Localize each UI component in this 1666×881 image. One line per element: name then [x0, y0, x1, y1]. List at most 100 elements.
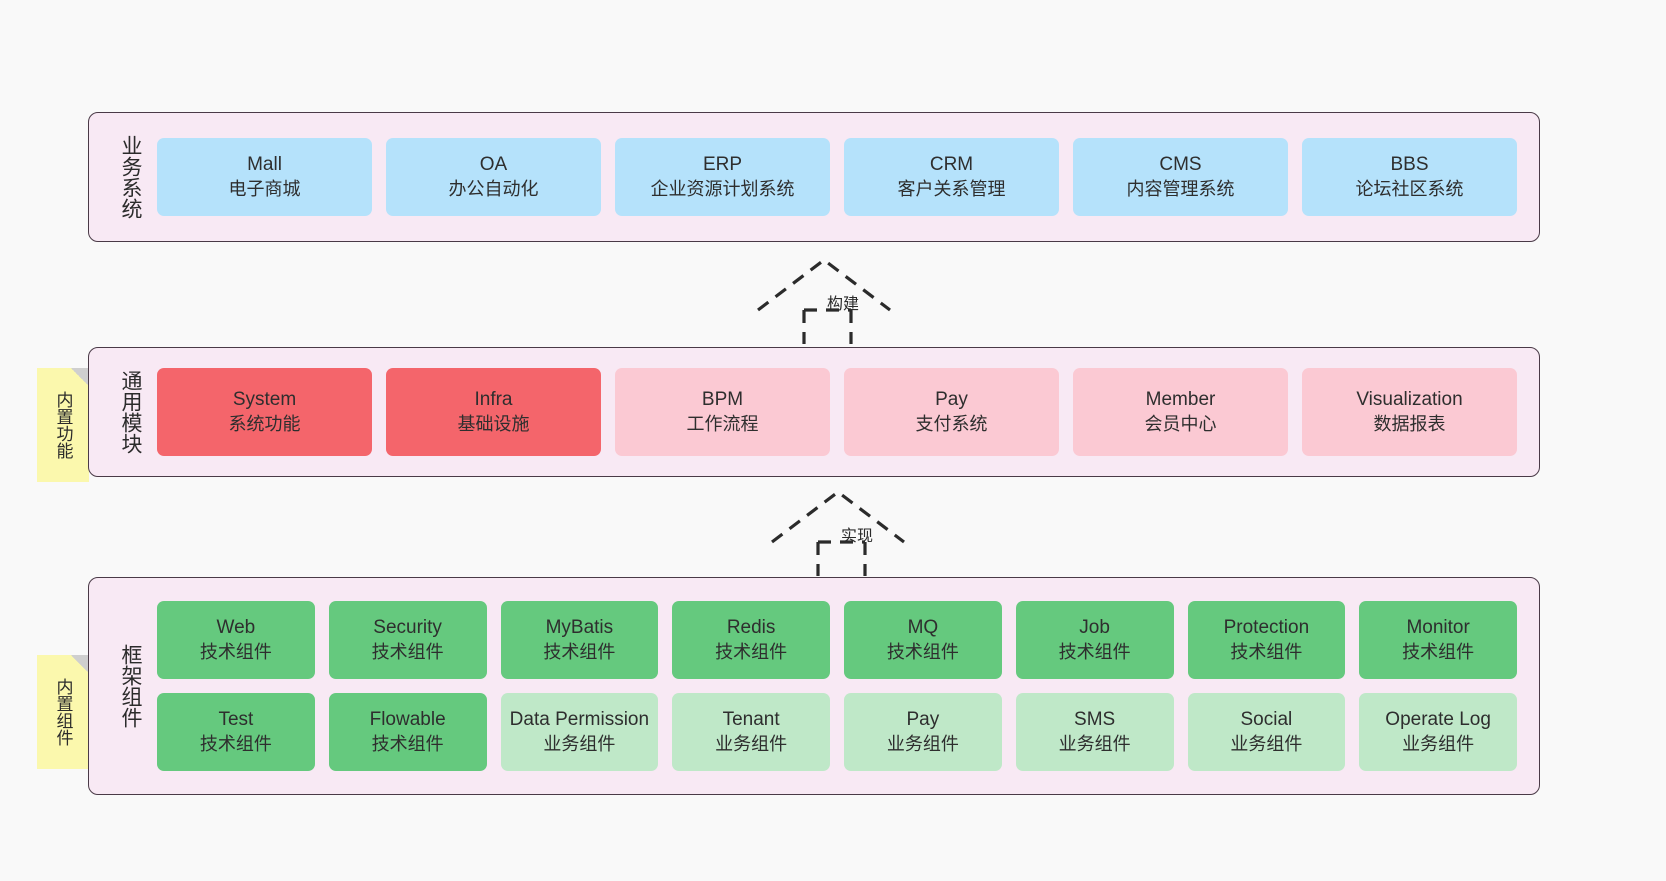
- business-box-crm[interactable]: CRM 客户关系管理: [844, 138, 1059, 216]
- box-title: SMS: [1074, 709, 1116, 731]
- common-box-system[interactable]: System 系统功能: [157, 368, 372, 456]
- framework-box-security[interactable]: Security 技术组件: [328, 601, 487, 679]
- box-subtitle: 系统功能: [228, 413, 301, 434]
- box-title: OA: [479, 154, 508, 176]
- box-title: Pay: [935, 389, 968, 411]
- box-subtitle: 业务组件: [543, 733, 616, 754]
- common-box-row: System 系统功能 Infra 基础设施 BPM 工作流程 Pay 支付系统…: [143, 348, 1525, 476]
- box-subtitle: 技术组件: [886, 641, 959, 662]
- business-box-mall[interactable]: Mall 电子商城: [157, 138, 372, 216]
- box-subtitle: 内容管理系统: [1126, 178, 1235, 199]
- note-fold-corner-icon: [71, 655, 89, 673]
- layer-business-systems: 业务系统 Mall 电子商城 OA 办公自动化 ERP 企业资源计划系统 CRM…: [88, 112, 1540, 242]
- framework-box-social[interactable]: Social 业务组件: [1187, 693, 1346, 771]
- box-title: Social: [1240, 709, 1293, 731]
- business-box-oa[interactable]: OA 办公自动化: [386, 138, 601, 216]
- box-subtitle: 技术组件: [1402, 641, 1475, 662]
- common-box-pay[interactable]: Pay 支付系统: [844, 368, 1059, 456]
- box-subtitle: 技术组件: [199, 641, 272, 662]
- framework-box-mybatis[interactable]: MyBatis 技术组件: [500, 601, 659, 679]
- box-subtitle: 技术组件: [715, 641, 788, 662]
- box-title: Pay: [906, 709, 940, 731]
- framework-box-pay[interactable]: Pay 业务组件: [844, 693, 1002, 771]
- box-title: ERP: [702, 154, 743, 176]
- framework-box-operate-log[interactable]: Operate Log 业务组件: [1359, 693, 1517, 771]
- framework-box-test[interactable]: Test 技术组件: [157, 693, 315, 771]
- box-title: Protection: [1223, 617, 1310, 639]
- box-title: BBS: [1390, 154, 1429, 176]
- common-box-infra[interactable]: Infra 基础设施: [386, 368, 601, 456]
- framework-box-web[interactable]: Web 技术组件: [157, 601, 315, 679]
- box-subtitle: 工作流程: [686, 413, 759, 434]
- box-title: MyBatis: [545, 617, 614, 639]
- business-box-erp[interactable]: ERP 企业资源计划系统: [615, 138, 830, 216]
- business-box-bbs[interactable]: BBS 论坛社区系统: [1302, 138, 1517, 216]
- arrow-head-outline: [771, 489, 905, 544]
- framework-box-sms[interactable]: SMS 业务组件: [1015, 693, 1174, 771]
- framework-row-technical: Web 技术组件 Security 技术组件 MyBatis 技术组件 Redi…: [157, 601, 1517, 679]
- layer-framework-components: 框架组件 Web 技术组件 Security 技术组件 MyBatis 技术组件…: [88, 577, 1540, 795]
- box-title: Visualization: [1356, 389, 1463, 411]
- common-box-member[interactable]: Member 会员中心: [1073, 368, 1288, 456]
- box-subtitle: 技术组件: [371, 733, 444, 754]
- common-box-bpm[interactable]: BPM 工作流程: [615, 368, 830, 456]
- framework-box-monitor[interactable]: Monitor 技术组件: [1359, 601, 1517, 679]
- box-subtitle: 技术组件: [543, 641, 616, 662]
- framework-box-job[interactable]: Job 技术组件: [1015, 601, 1174, 679]
- business-box-row: Mall 电子商城 OA 办公自动化 ERP 企业资源计划系统 CRM 客户关系…: [143, 113, 1525, 241]
- box-subtitle: 技术组件: [1230, 641, 1303, 662]
- generalization-arrow-implement: 实现: [770, 486, 920, 576]
- common-box-visualization[interactable]: Visualization 数据报表: [1302, 368, 1517, 456]
- box-title: Monitor: [1406, 617, 1470, 639]
- framework-box-mq[interactable]: MQ 技术组件: [844, 601, 1002, 679]
- business-box-cms[interactable]: CMS 内容管理系统: [1073, 138, 1288, 216]
- box-title: Data Permission: [509, 709, 650, 731]
- box-subtitle: 电子商城: [228, 178, 301, 199]
- framework-box-tenant[interactable]: Tenant 业务组件: [672, 693, 830, 771]
- box-title: Tenant: [722, 709, 780, 731]
- box-title: BPM: [701, 389, 744, 411]
- box-subtitle: 办公自动化: [448, 178, 539, 199]
- box-title: Mall: [247, 154, 282, 176]
- layer-title-business: 业务系统: [119, 135, 142, 219]
- box-title: MQ: [907, 617, 939, 639]
- box-subtitle: 业务组件: [886, 733, 959, 754]
- generalization-arrow-build: 构建: [756, 254, 906, 344]
- framework-box-protection[interactable]: Protection 技术组件: [1187, 601, 1346, 679]
- box-title: Flowable: [369, 709, 446, 731]
- box-subtitle: 数据报表: [1373, 413, 1446, 434]
- framework-box-grid: Web 技术组件 Security 技术组件 MyBatis 技术组件 Redi…: [143, 578, 1525, 794]
- box-subtitle: 业务组件: [1402, 733, 1475, 754]
- box-subtitle: 技术组件: [1058, 641, 1131, 662]
- box-title: Redis: [726, 617, 776, 639]
- layer-common-modules: 通用模块 System 系统功能 Infra 基础设施 BPM 工作流程 Pay…: [88, 347, 1540, 477]
- box-title: Test: [218, 709, 254, 731]
- box-title: Member: [1145, 389, 1216, 411]
- box-subtitle: 会员中心: [1144, 413, 1217, 434]
- arrow-head-outline: [757, 257, 891, 312]
- box-title: Web: [216, 617, 256, 639]
- framework-box-flowable[interactable]: Flowable 技术组件: [328, 693, 487, 771]
- box-subtitle: 技术组件: [371, 641, 444, 662]
- layer-title-framework: 框架组件: [119, 644, 142, 728]
- box-title: Job: [1079, 617, 1110, 639]
- box-title: Infra: [474, 389, 513, 411]
- box-subtitle: 技术组件: [199, 733, 272, 754]
- sticky-note-builtin-functions: 内置功能: [37, 368, 89, 482]
- framework-box-data-permission[interactable]: Data Permission 业务组件: [500, 693, 659, 771]
- arrow-label-build: 构建: [826, 296, 860, 313]
- layer-title-common: 通用模块: [119, 370, 142, 454]
- box-subtitle: 业务组件: [715, 733, 788, 754]
- framework-box-redis[interactable]: Redis 技术组件: [672, 601, 830, 679]
- box-subtitle: 支付系统: [915, 413, 988, 434]
- note-text: 内置功能: [53, 391, 73, 459]
- box-title: Operate Log: [1385, 709, 1491, 731]
- box-title: CMS: [1159, 154, 1202, 176]
- box-title: CRM: [929, 154, 974, 176]
- note-text: 内置组件: [53, 678, 73, 746]
- framework-row-business: Test 技术组件 Flowable 技术组件 Data Permission …: [157, 693, 1517, 771]
- box-title: System: [232, 389, 297, 411]
- box-subtitle: 论坛社区系统: [1355, 178, 1464, 199]
- box-subtitle: 基础设施: [457, 413, 530, 434]
